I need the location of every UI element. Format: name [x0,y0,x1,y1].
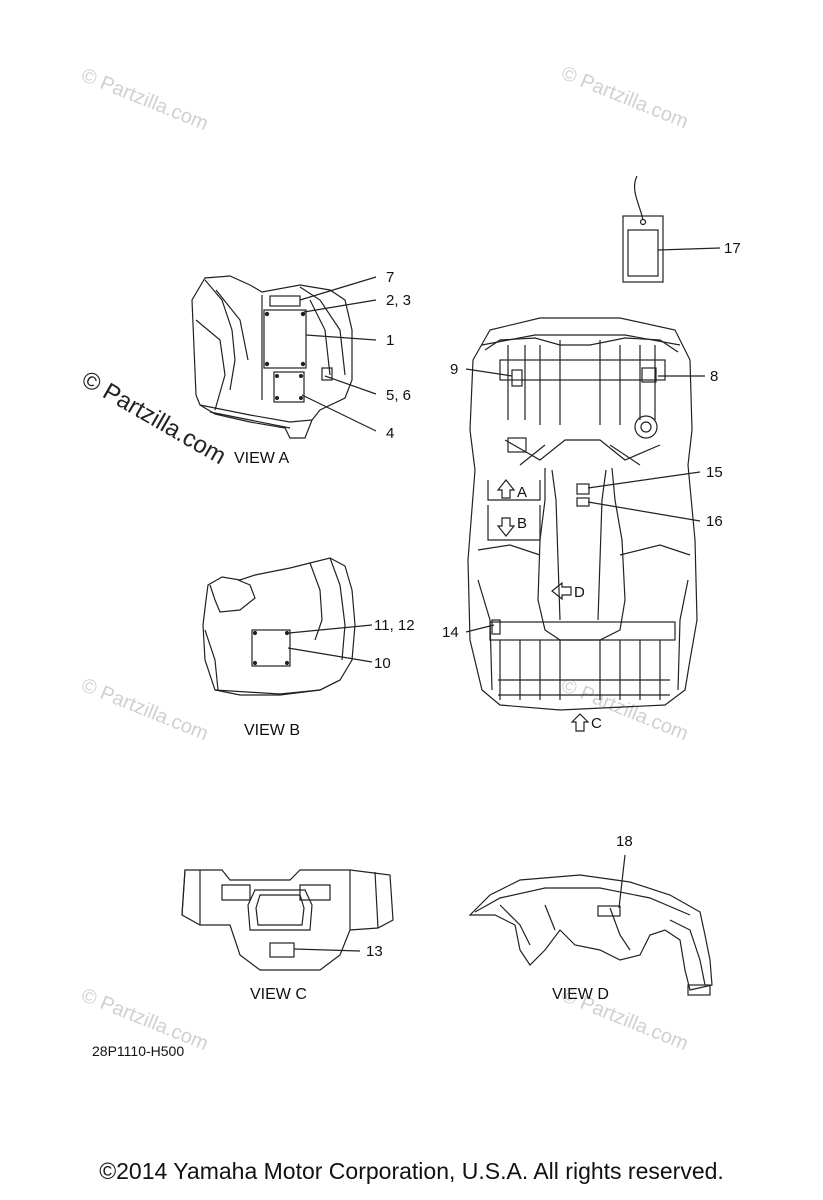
view-c-drawing [181,869,394,971]
atv-top-view-drawing [465,317,705,732]
callout-15: 15 [706,464,723,481]
view-b-label: VIEW B [244,722,300,739]
callout-16: 16 [706,513,723,530]
arrow-label-c: C [591,715,602,732]
callout-5-6: 5, 6 [386,387,411,404]
view-arrow-letters: A B D C [517,484,602,732]
view-d-drawing [468,854,713,996]
watermark: © Partzilla.com [78,64,211,135]
hang-tag-drawing [622,175,721,283]
arrow-label-d: D [574,584,585,601]
callout-11-12: 11, 12 [374,617,415,634]
drawing-code: 28P1110-H500 [92,1043,185,1059]
view-a-drawing [191,275,377,439]
arrow-label-a: A [517,484,527,501]
callout-10: 10 [374,655,391,672]
callout-7: 7 [386,269,394,286]
callout-labels: 7 2, 3 1 5, 6 4 17 9 8 15 16 11, 12 10 1… [366,240,741,960]
callout-4: 4 [386,425,394,442]
callout-17: 17 [724,240,741,257]
watermark: © Partzilla.com [558,62,691,133]
callout-2-3: 2, 3 [386,292,411,309]
callout-13: 13 [366,943,383,960]
callout-9: 9 [450,361,458,378]
arrow-label-b: B [517,515,527,532]
copyright-footer: ©2014 Yamaha Motor Corporation, U.S.A. A… [99,1158,724,1184]
view-a-label: VIEW A [234,450,289,467]
callout-8: 8 [710,368,718,385]
view-d-label: VIEW D [552,986,609,1003]
view-b-drawing [202,557,373,696]
watermark: © Partzilla.com [78,674,211,745]
callout-14: 14 [442,624,459,641]
view-titles: VIEW A VIEW B VIEW C VIEW D [234,450,609,1003]
prominent-watermark: © Partzilla.com [77,366,231,470]
callout-18: 18 [616,833,633,850]
view-c-label: VIEW C [250,986,307,1003]
callout-1: 1 [386,332,394,349]
